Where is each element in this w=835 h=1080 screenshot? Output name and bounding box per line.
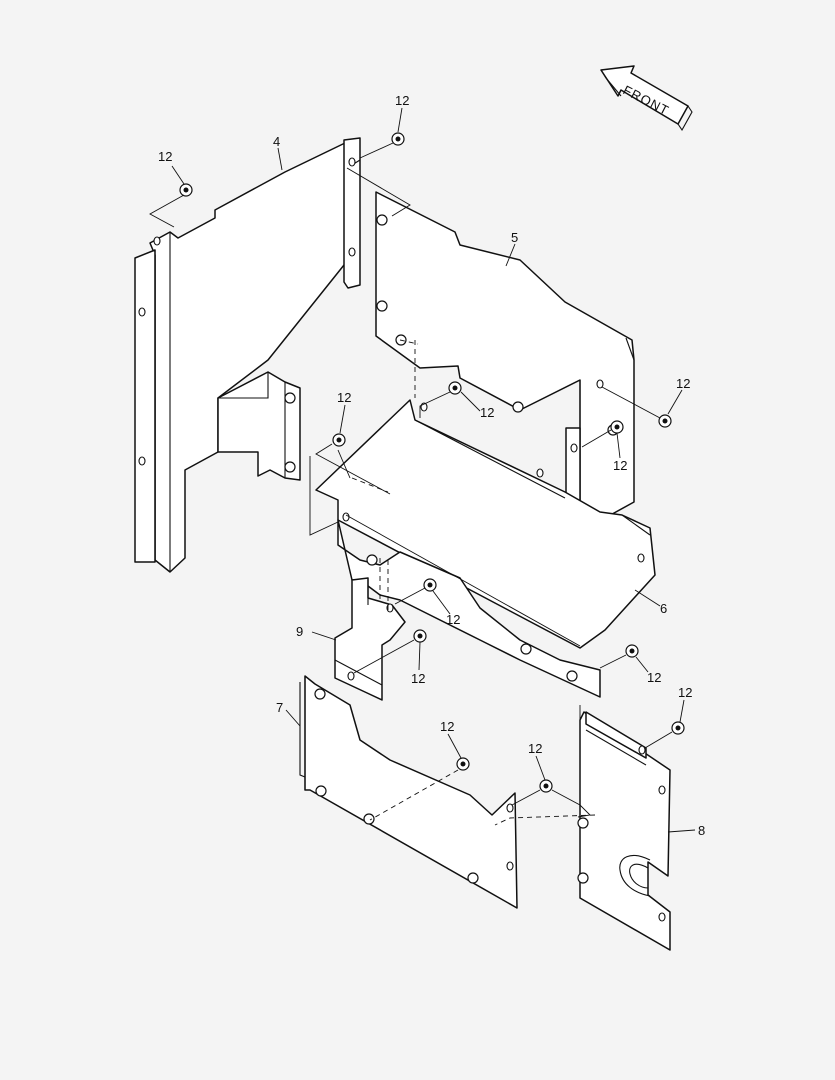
part-8-lower-plate <box>577 711 671 951</box>
label-12: 12 <box>411 671 425 686</box>
bolt-icon <box>179 183 193 197</box>
label-12: 12 <box>158 149 172 164</box>
label-12: 12 <box>480 405 494 420</box>
label-part-5: 5 <box>511 230 518 245</box>
label-12: 12 <box>676 376 690 391</box>
label-part-7: 7 <box>276 700 283 715</box>
label-12: 12 <box>446 612 460 627</box>
label-part-6: 6 <box>660 601 667 616</box>
bolt-icon <box>391 132 405 146</box>
part-7-lower-cover <box>299 675 518 909</box>
bolt-icon <box>448 381 462 395</box>
part-labels: 12 12 4 5 12 12 12 12 6 9 12 12 12 7 12 … <box>158 93 705 838</box>
part-4-side-panel <box>134 137 361 573</box>
bolt-icon <box>413 629 427 643</box>
bolt-icon <box>610 420 624 434</box>
label-12: 12 <box>337 390 351 405</box>
bolt-icon <box>539 779 553 793</box>
label-12: 12 <box>395 93 409 108</box>
label-12: 12 <box>678 685 692 700</box>
label-part-4: 4 <box>273 134 280 149</box>
bolt-icon <box>625 644 639 658</box>
label-part-8: 8 <box>698 823 705 838</box>
bolt-icon <box>423 578 437 592</box>
bolt-icon <box>332 433 346 447</box>
label-12: 12 <box>440 719 454 734</box>
label-12: 12 <box>613 458 627 473</box>
label-12: 12 <box>528 741 542 756</box>
callout-leaders <box>171 107 696 833</box>
bolt-icon <box>658 414 672 428</box>
fastener-bolts <box>179 132 685 793</box>
assembly-lines <box>149 142 673 826</box>
bolt-icon <box>456 757 470 771</box>
label-12: 12 <box>647 670 661 685</box>
label-part-9: 9 <box>296 624 303 639</box>
front-direction-arrow: FRONT <box>600 65 693 132</box>
bolt-icon <box>671 721 685 735</box>
